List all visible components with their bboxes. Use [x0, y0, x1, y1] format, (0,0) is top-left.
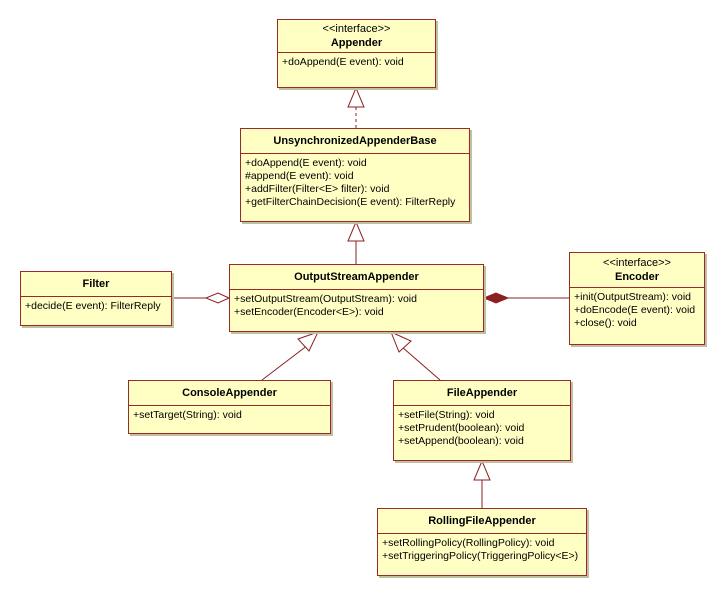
method: +setOutputStream(OutputStream): void	[234, 293, 417, 305]
generalization-line-console	[261, 344, 309, 381]
class-filter[interactable]: Filter +decide(E event): FilterReply	[20, 271, 172, 326]
class-name: ConsoleAppender	[182, 387, 277, 399]
method: +addFilter(Filter<E> filter): void	[245, 183, 390, 195]
class-header: FileAppender	[394, 381, 570, 406]
method-list: +doAppend(E event): void	[278, 53, 435, 69]
class-header: UnsynchronizedAppenderBase	[241, 129, 469, 154]
composition-diamond	[482, 292, 510, 304]
class-name: Encoder	[614, 270, 659, 283]
class-header: OutputStreamAppender	[230, 265, 483, 290]
method: +setEncoder(Encoder<E>): void	[234, 306, 384, 318]
class-header: RollingFileAppender	[378, 509, 586, 534]
method: +setPrudent(boolean): void	[398, 422, 525, 434]
method-list: +doAppend(E event): void #append(E event…	[241, 154, 469, 209]
method: +init(OutputStream): void	[574, 291, 692, 303]
stereotype: <<interface>>	[322, 22, 391, 35]
realization-arrowhead	[347, 86, 365, 108]
method: +setTarget(String): void	[133, 409, 242, 421]
method-list: +decide(E event): FilterReply	[21, 297, 171, 313]
method: +getFilterChainDecision(E event): Filter…	[245, 196, 456, 208]
method-list: +init(OutputStream): void +doEncode(E ev…	[570, 288, 704, 330]
method: +doAppend(E event): void	[282, 56, 404, 68]
method-list: +setTarget(String): void	[129, 406, 330, 422]
class-header: <<interface>> Encoder	[570, 253, 704, 288]
stereotype: <<interface>>	[603, 256, 671, 269]
class-console-appender[interactable]: ConsoleAppender +setTarget(String): void	[128, 380, 331, 434]
class-name: RollingFileAppender	[428, 515, 536, 527]
method: +setAppend(boolean): void	[398, 435, 524, 447]
class-encoder[interactable]: <<interface>> Encoder +init(OutputStream…	[569, 252, 705, 345]
method-list: +setRollingPolicy(RollingPolicy): void +…	[378, 534, 586, 563]
method: +setRollingPolicy(RollingPolicy): void	[382, 537, 555, 549]
class-name: UnsynchronizedAppenderBase	[273, 135, 437, 147]
class-header: ConsoleAppender	[129, 381, 330, 406]
aggregation-diamond	[204, 292, 231, 304]
class-name: Appender	[330, 36, 383, 49]
class-unsynchronized-appender-base[interactable]: UnsynchronizedAppenderBase +doAppend(E e…	[240, 128, 470, 222]
class-file-appender[interactable]: FileAppender +setFile(String): void +set…	[393, 380, 571, 461]
generalization-arrowhead-console	[297, 331, 319, 352]
class-header: <<interface>> Appender	[278, 20, 435, 53]
method: +doAppend(E event): void	[245, 157, 367, 169]
method: +doEncode(E event): void	[574, 304, 696, 316]
class-name: OutputStreamAppender	[294, 271, 419, 283]
method: +setTriggeringPolicy(TriggeringPolicy<E>…	[382, 550, 579, 562]
generalization-line-file	[401, 346, 441, 381]
method: +setFile(String): void	[398, 409, 495, 421]
class-header: Filter	[21, 272, 171, 297]
class-rolling-file-appender[interactable]: RollingFileAppender +setRollingPolicy(Ro…	[377, 508, 587, 576]
class-output-stream-appender[interactable]: OutputStreamAppender +setOutputStream(Ou…	[229, 264, 484, 332]
class-name: FileAppender	[446, 387, 518, 399]
generalization-arrowhead-file	[390, 331, 412, 353]
generalization-arrowhead-output-to-base	[347, 220, 365, 242]
method-list: +setOutputStream(OutputStream): void +se…	[230, 290, 483, 319]
class-appender[interactable]: <<interface>> Appender +doAppend(E event…	[277, 19, 436, 88]
method: #append(E event): void	[245, 170, 354, 182]
method: +close(): void	[574, 317, 637, 329]
class-name: Filter	[82, 278, 110, 290]
method-list: +setFile(String): void +setPrudent(boole…	[394, 406, 570, 448]
generalization-arrowhead-rolling	[473, 459, 491, 481]
method: +decide(E event): FilterReply	[25, 300, 161, 312]
